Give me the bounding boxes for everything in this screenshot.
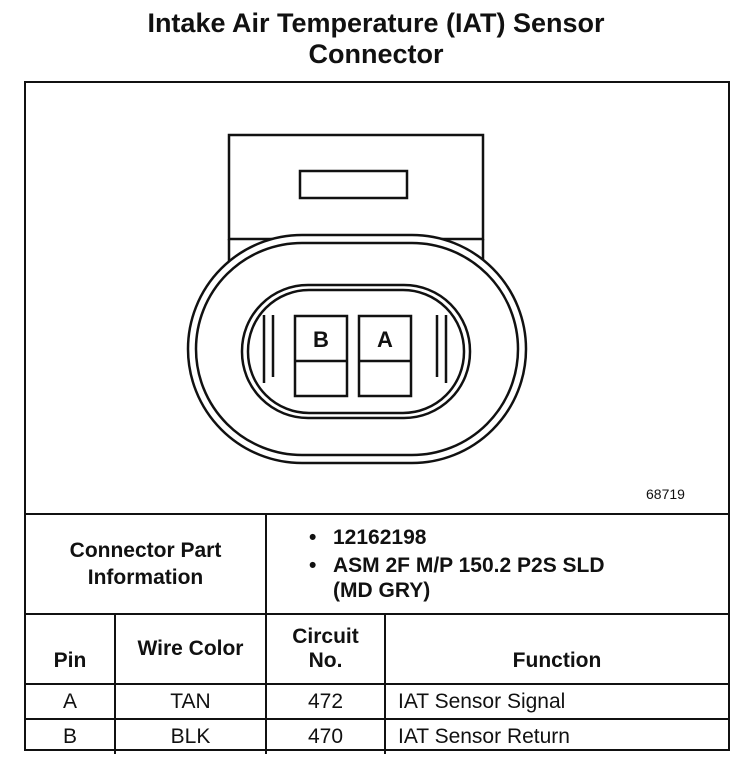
outer-oval-inner-edge	[194, 241, 520, 457]
pin-cell: A	[26, 683, 116, 720]
wire-color-cell: BLK	[114, 718, 267, 754]
header-circuit: Circuit No.	[265, 613, 386, 685]
header-function: Function	[383, 613, 729, 685]
title-line-1: Intake Air Temperature (IAT) Sensor	[147, 8, 605, 38]
connector-part-list: 12162198 ASM 2F M/P 150.2 P2S SLD (MD GR…	[264, 513, 729, 615]
header-wire-color: Wire Color	[114, 613, 267, 685]
inner-opening-edge	[246, 288, 466, 415]
inner-opening	[240, 283, 472, 420]
connector-info-table: Connector Part Information 12162198 ASM …	[26, 513, 729, 754]
table-header-row: Pin Wire Color Circuit No. Function	[26, 613, 729, 685]
housing-shoulder	[227, 239, 485, 261]
table-row: B BLK 470 IAT Sensor Return	[26, 718, 729, 754]
pin-label-a: A	[377, 327, 393, 352]
outer-oval	[186, 233, 528, 465]
header-pin: Pin	[26, 613, 116, 685]
locking-tab	[298, 169, 409, 200]
function-cell: IAT Sensor Return	[383, 718, 729, 754]
connector-diagram: B A	[186, 133, 528, 465]
function-cell: IAT Sensor Signal	[383, 683, 729, 720]
pin-cell: B	[26, 718, 116, 754]
cavity-a	[357, 314, 413, 398]
circuit-cell: 470	[265, 718, 386, 754]
part-description: ASM 2F M/P 150.2 P2S SLD (MD GRY)	[309, 553, 728, 603]
keying-ribs	[262, 315, 448, 383]
wire-color-cell: TAN	[114, 683, 267, 720]
page-title: Intake Air Temperature (IAT) Sensor Conn…	[0, 8, 752, 70]
part-number: 12162198	[309, 525, 728, 550]
table-row: A TAN 472 IAT Sensor Signal	[26, 683, 729, 720]
connector-frame: B A 68719 Connector Part Information 121…	[24, 81, 730, 754]
title-line-2: Connector	[308, 39, 444, 69]
connector-part-row: Connector Part Information 12162198 ASM …	[26, 513, 729, 615]
cavity-b	[293, 314, 349, 398]
pin-label-b: B	[313, 327, 329, 352]
connector-part-label: Connector Part Information	[26, 513, 267, 615]
circuit-cell: 472	[265, 683, 386, 720]
figure-number: 68719	[646, 486, 685, 502]
